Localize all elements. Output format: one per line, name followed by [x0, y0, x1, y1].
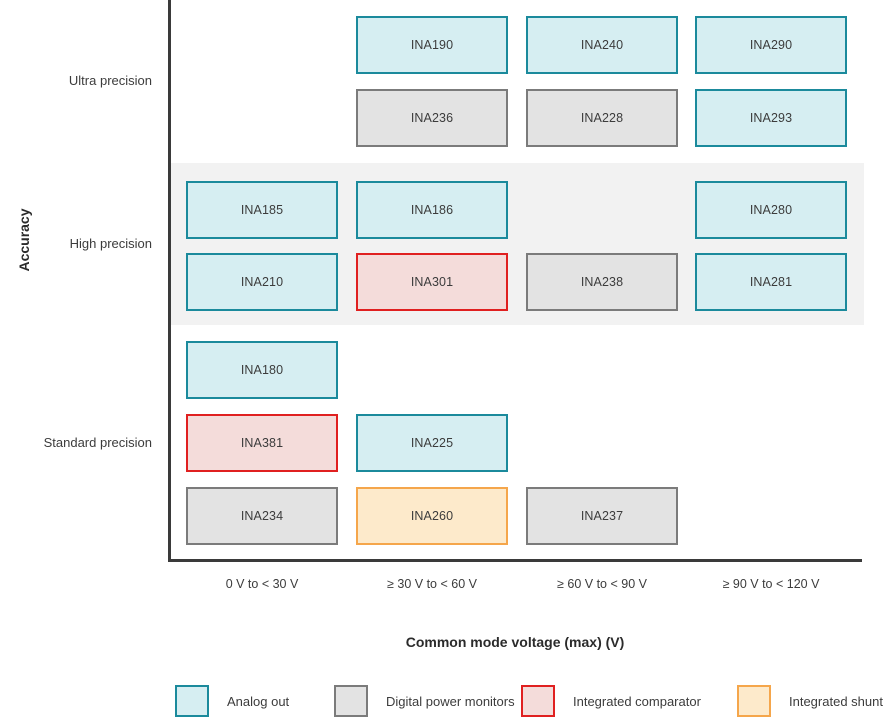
x-axis-line	[168, 559, 862, 562]
product-cell-label: INA238	[580, 275, 624, 289]
y-category-high-precision: High precision	[69, 236, 152, 251]
product-cell-label: INA234	[240, 509, 284, 523]
product-cell-ina186[interactable]: INA186	[356, 181, 508, 239]
product-cell-ina381[interactable]: INA381	[186, 414, 338, 472]
legend-label-analog: Analog out	[227, 693, 290, 709]
legend-item-comparator[interactable]: Integrated comparator	[521, 681, 701, 721]
product-cell-ina293[interactable]: INA293	[695, 89, 847, 147]
product-cell-label: INA237	[580, 509, 624, 523]
product-cell-label: INA281	[749, 275, 793, 289]
product-cell-ina225[interactable]: INA225	[356, 414, 508, 472]
x-tick-label-1: ≥ 30 V to < 60 V	[387, 577, 477, 591]
product-cell-ina260[interactable]: INA260	[356, 487, 508, 545]
product-cell-ina185[interactable]: INA185	[186, 181, 338, 239]
legend-swatch-shunt	[737, 685, 771, 717]
product-cell-ina234[interactable]: INA234	[186, 487, 338, 545]
legend-item-shunt[interactable]: Integrated shunt	[737, 681, 883, 721]
product-cell-ina301[interactable]: INA301	[356, 253, 508, 311]
product-cell-label: INA180	[240, 363, 284, 377]
product-cell-ina281[interactable]: INA281	[695, 253, 847, 311]
product-cell-ina236[interactable]: INA236	[356, 89, 508, 147]
product-cell-label: INA190	[410, 38, 454, 52]
product-cell-label: INA301	[410, 275, 454, 289]
legend-label-comparator: Integrated comparator	[573, 693, 701, 709]
x-tick-label-0: 0 V to < 30 V	[225, 577, 299, 591]
product-cell-label: INA225	[410, 436, 454, 450]
product-cell-ina240[interactable]: INA240	[526, 16, 678, 74]
legend-item-analog[interactable]: Analog out	[175, 681, 289, 721]
y-axis-line	[168, 0, 171, 562]
y-axis-title: Accuracy	[16, 208, 32, 272]
product-cell-label: INA260	[410, 509, 454, 523]
product-cell-ina290[interactable]: INA290	[695, 16, 847, 74]
product-cell-label: INA185	[240, 203, 284, 217]
legend: Analog out Digital power monitors Integrat…	[0, 681, 887, 721]
product-cell-label: INA236	[410, 111, 454, 125]
legend-swatch-analog	[175, 685, 209, 717]
product-cell-ina210[interactable]: INA210	[186, 253, 338, 311]
y-category-standard-precision: Standard precision	[43, 435, 152, 450]
product-cell-ina228[interactable]: INA228	[526, 89, 678, 147]
legend-label-digital: Digital power monitors	[386, 693, 515, 709]
y-category-ultra-precision: Ultra precision	[68, 73, 152, 88]
legend-label-shunt: Integrated shunt	[789, 693, 883, 709]
product-cell-label: INA228	[580, 111, 624, 125]
product-cell-ina238[interactable]: INA238	[526, 253, 678, 311]
product-cell-label: INA240	[580, 38, 624, 52]
product-cell-ina237[interactable]: INA237	[526, 487, 678, 545]
product-cell-label: INA280	[749, 203, 793, 217]
x-tick-label-3: ≥ 90 V to < 120 V	[722, 577, 820, 591]
product-cell-ina280[interactable]: INA280	[695, 181, 847, 239]
product-cell-ina190[interactable]: INA190	[356, 16, 508, 74]
x-axis-title: Common mode voltage (max) (V)	[405, 634, 625, 650]
product-cell-label: INA381	[240, 436, 284, 450]
product-cell-ina180[interactable]: INA180	[186, 341, 338, 399]
product-cell-label: INA290	[749, 38, 793, 52]
product-cell-label: INA210	[240, 275, 284, 289]
product-cell-label: INA186	[410, 203, 454, 217]
x-tick-label-2: ≥ 60 V to < 90 V	[557, 577, 647, 591]
legend-swatch-comparator	[521, 685, 555, 717]
product-cell-label: INA293	[749, 111, 793, 125]
legend-item-digital[interactable]: Digital power monitors	[334, 681, 515, 721]
legend-swatch-digital	[334, 685, 368, 717]
